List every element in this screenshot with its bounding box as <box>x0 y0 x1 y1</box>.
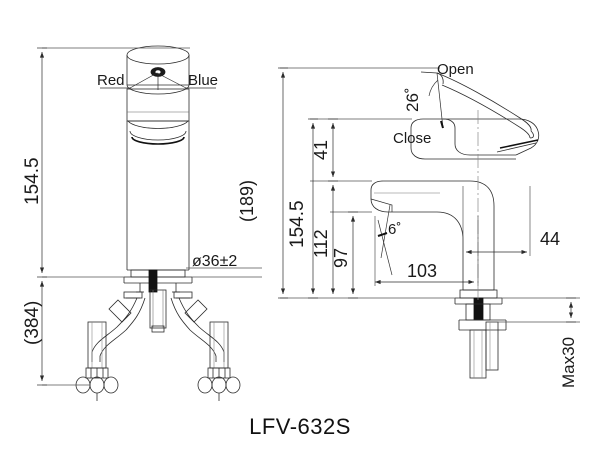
dim-1545-side <box>308 118 318 299</box>
dim-label-189: (189) <box>237 179 257 222</box>
center-rod <box>149 289 167 333</box>
dim-front-total <box>37 281 90 386</box>
dim-label-97: 97 <box>331 247 351 268</box>
dim-hole-diameter <box>186 267 262 278</box>
lever-state-close: Close <box>393 130 432 147</box>
dim-label-side-height: 154.5 <box>287 200 308 248</box>
front-elevation-view <box>37 45 262 401</box>
lever-open <box>436 72 534 139</box>
dim-lines-side <box>280 67 580 323</box>
hose-end-left <box>75 321 119 401</box>
dim-max30 <box>566 297 576 323</box>
handle-collar <box>126 88 190 145</box>
dim-label-103: 103 <box>407 261 438 281</box>
base-plate <box>123 269 193 293</box>
dim-label-hole-diameter: ø36±2 <box>192 253 238 270</box>
model-number-label: LFV-632S <box>249 414 351 439</box>
handle-label-blue: Blue <box>188 72 219 89</box>
dim-label-front-total: (384) <box>22 300 43 345</box>
dim-front-height <box>37 47 190 278</box>
supply-hose-right <box>170 297 225 362</box>
body-base-side <box>454 289 503 321</box>
hose-end-right <box>197 321 241 401</box>
dim-41 <box>328 118 338 182</box>
dim-189 <box>278 67 288 299</box>
mounting-shank <box>136 283 180 293</box>
dim-label-44: 44 <box>540 229 561 249</box>
supply-hose-left <box>91 297 146 362</box>
mounting-shank-side <box>458 303 507 379</box>
angle-6-marks <box>377 204 393 276</box>
dim-label-41: 41 <box>311 139 331 160</box>
handle-cap <box>126 45 190 95</box>
dim-label-max30: Max30 <box>559 336 578 388</box>
lever-angle-marks <box>420 71 444 129</box>
side-elevation-view <box>278 67 580 379</box>
handle-label-red: Red <box>97 72 125 89</box>
dim-label-front-height: 154.5 <box>22 157 43 205</box>
lever-state-open: Open <box>437 61 474 78</box>
angle-label-6: 6˚ <box>388 221 402 238</box>
dim-label-112: 112 <box>311 229 331 258</box>
dim-44 <box>462 186 531 256</box>
fixing-nuts <box>123 291 193 299</box>
angle-label-26: 26˚ <box>403 87 422 112</box>
dim-97 <box>348 211 358 299</box>
